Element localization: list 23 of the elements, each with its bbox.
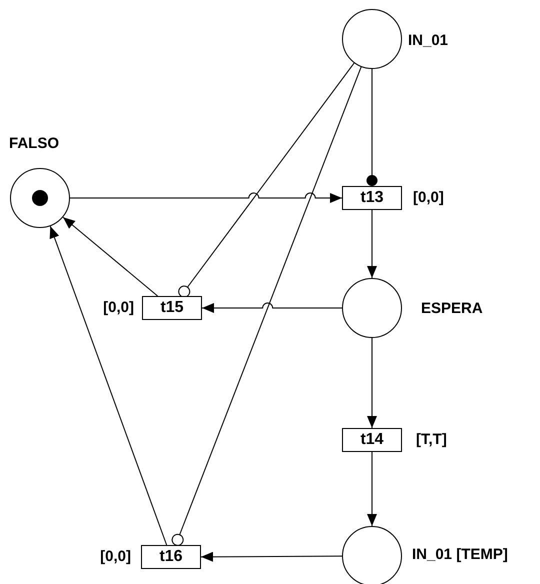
place-label: IN_01 [TEMP] [412,546,508,564]
connector-line [366,68,378,186]
place-label: ESPERA [421,300,483,318]
time-interval: [0,0] [413,189,444,207]
time-interval: [T,T] [416,431,447,449]
arrow [200,552,342,562]
arrow [367,210,377,278]
transition-box: t13 [342,186,402,210]
connector-line [172,66,362,546]
arrow [62,216,158,296]
time-interval: [0,0] [100,548,131,566]
place-label: IN_01 [408,32,448,50]
time-interval: [0,0] [103,299,134,317]
arrow [50,226,168,546]
transition-box: t15 [142,296,202,320]
arrow [367,338,377,428]
arrow [70,192,342,203]
transition-box: t16 [141,545,201,569]
connector-line [178,62,355,298]
arrow [202,302,342,313]
place-label: FALSO [9,135,60,153]
transition-box: t14 [342,428,402,452]
arrow [367,452,377,526]
